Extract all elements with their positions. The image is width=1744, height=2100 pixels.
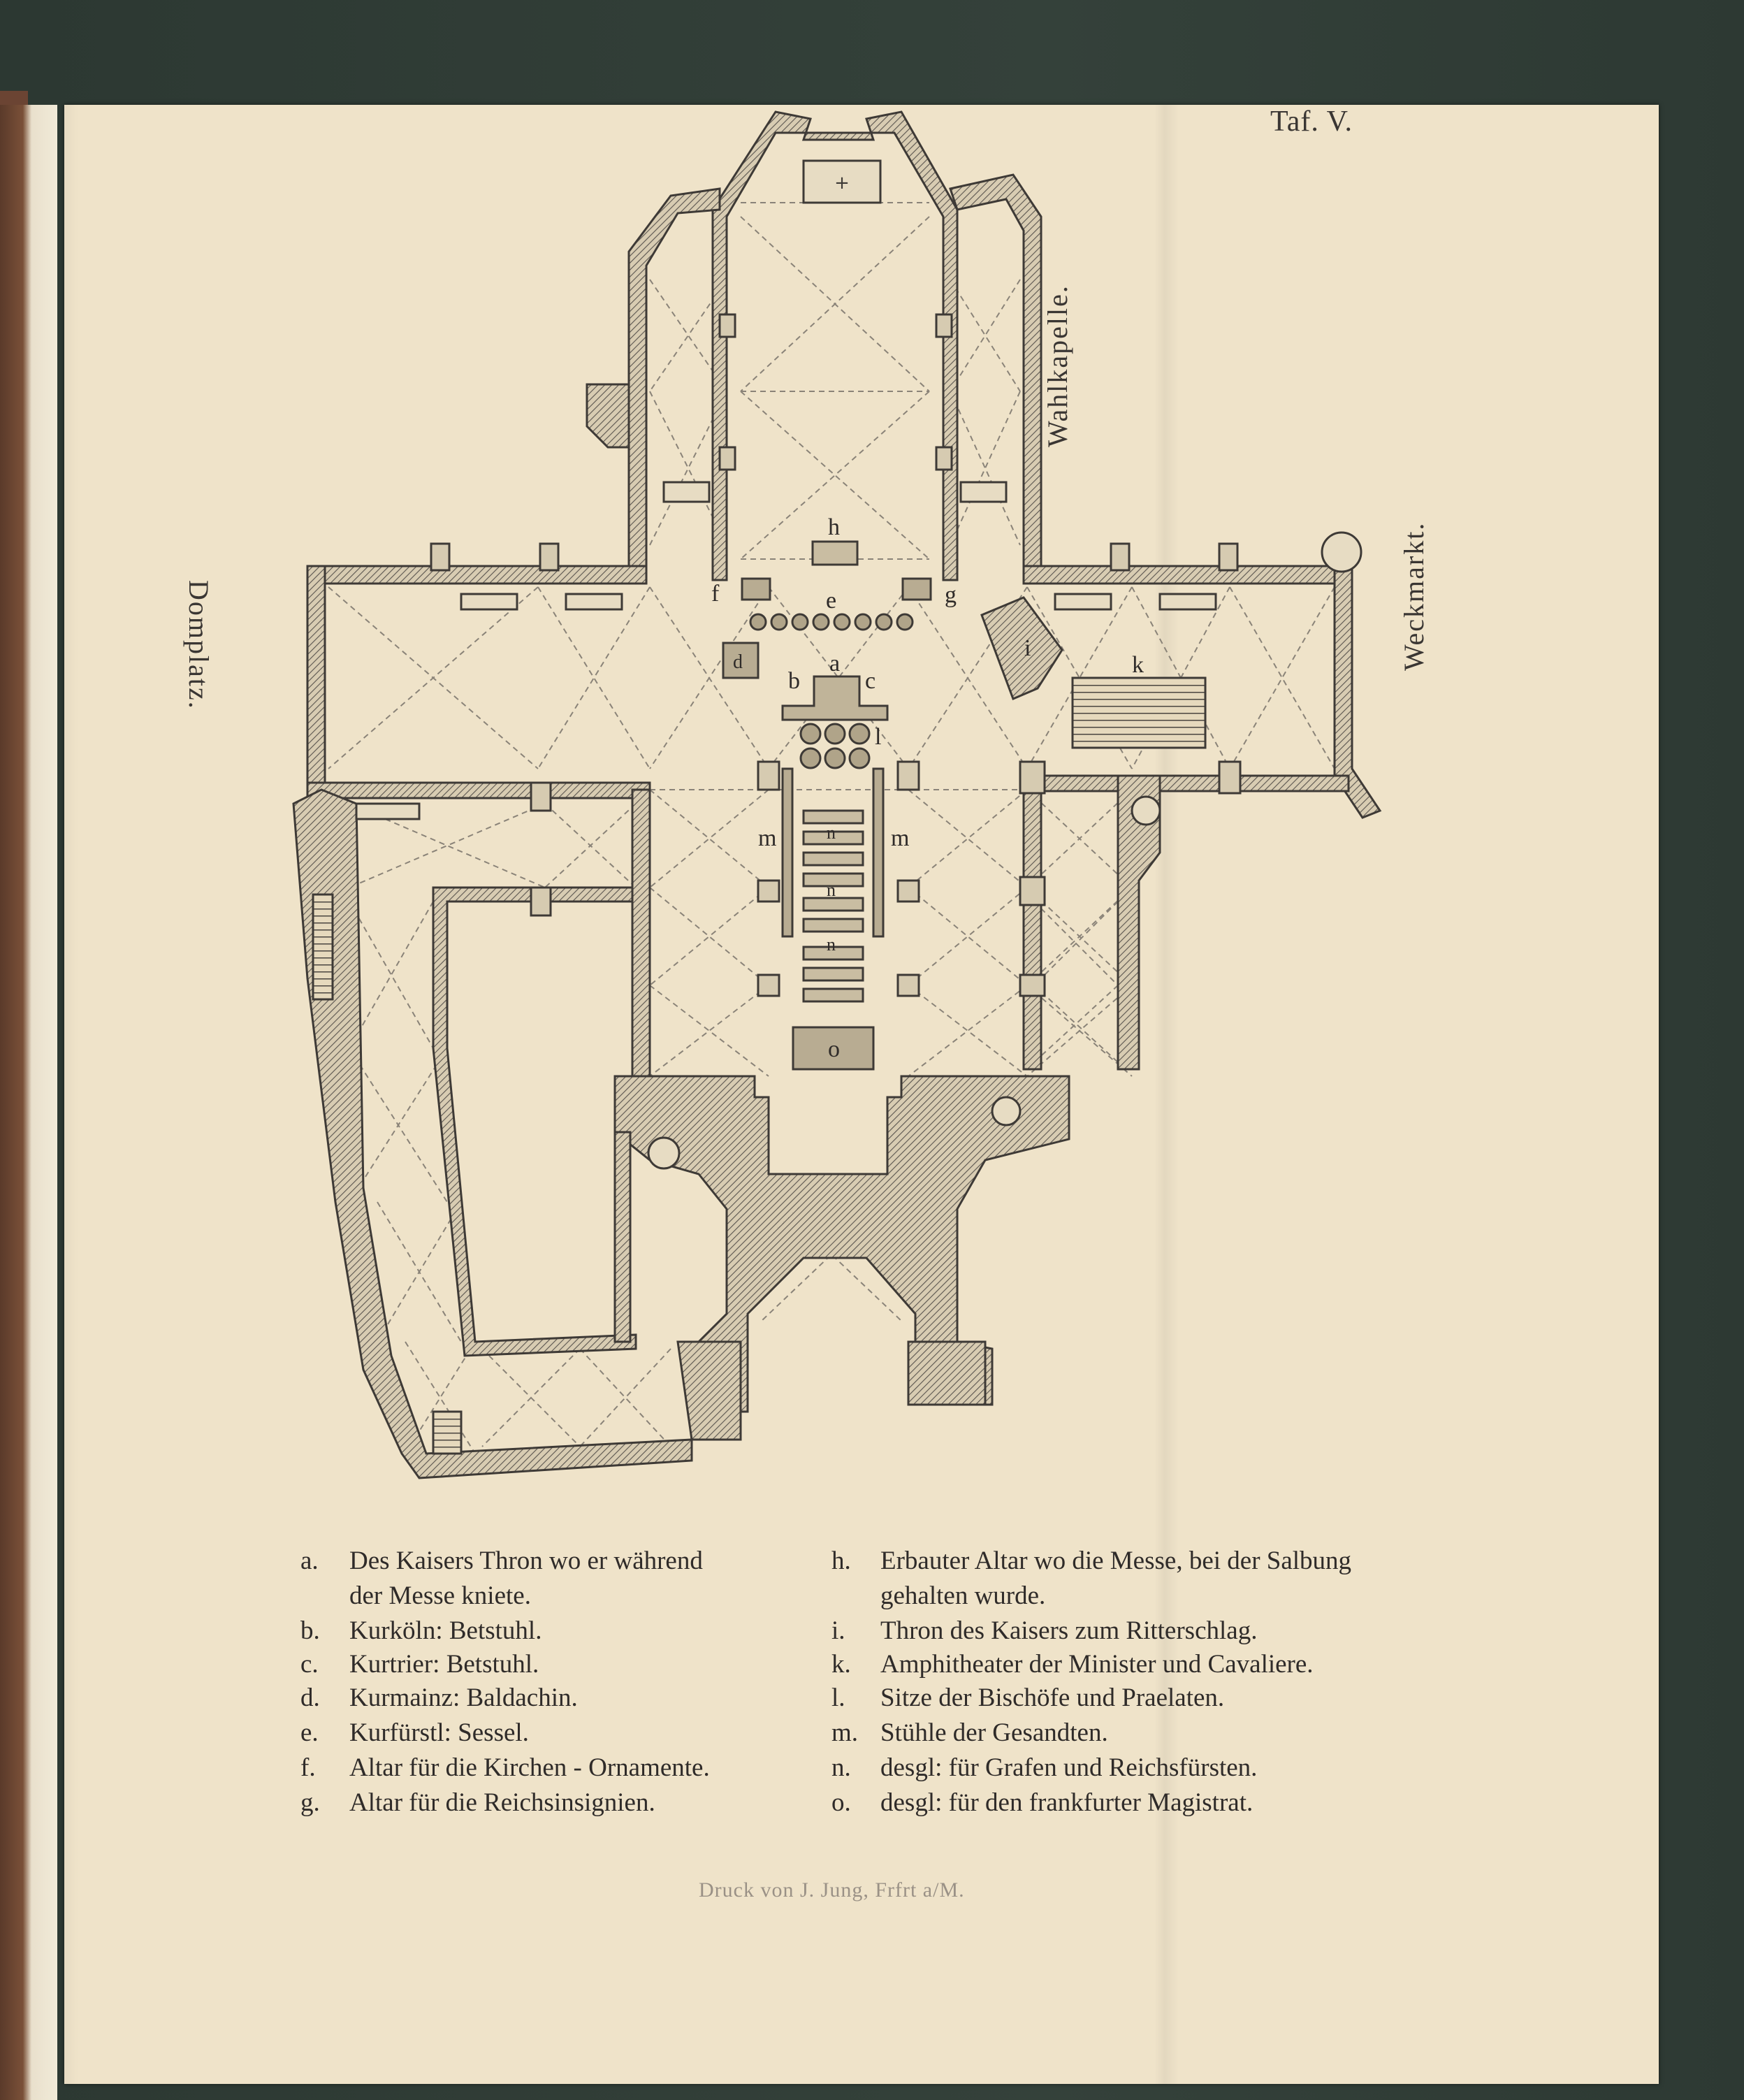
- plan-letter-k: k: [1132, 652, 1144, 678]
- plan-letter-i: i: [1024, 635, 1031, 661]
- plan-letter-m-right: m: [891, 825, 909, 851]
- plan-letter-o: o: [828, 1036, 840, 1062]
- plan-letter-n-2: n: [827, 880, 836, 900]
- walls: [292, 110, 1382, 1479]
- envoy-stalls-right: [872, 767, 885, 938]
- altar-h: [811, 540, 859, 566]
- plan-letter-e: e: [826, 588, 836, 614]
- plan-letter-m-left: m: [758, 825, 776, 851]
- vault-lines: [328, 202, 1335, 1454]
- plan-letter-h: h: [828, 514, 840, 540]
- baldachin-d: [722, 642, 760, 679]
- plan-letter-f: f: [711, 581, 720, 607]
- plan-letter-c: c: [865, 668, 875, 694]
- altar-g: [901, 577, 932, 601]
- plan-letters: h f e g d a b c l m m n n n o i k: [711, 514, 1144, 1062]
- throne-i: [980, 596, 1063, 700]
- plan-letter-n-3: n: [827, 934, 836, 955]
- printer-imprint: Druck von J. Jung, Frfrt a/M.: [699, 1878, 965, 1902]
- plan-letter-n-1: n: [827, 823, 836, 843]
- plan-letter-l: l: [875, 724, 881, 750]
- facing-page-edge: [0, 105, 57, 2100]
- plate-number: Taf. V.: [1270, 106, 1353, 138]
- count-benches-n: [802, 809, 864, 1003]
- plan-letter-g: g: [945, 582, 957, 608]
- altar-f: [741, 577, 771, 601]
- plan-letter-b: b: [788, 668, 800, 694]
- envoy-stalls-left: [781, 767, 794, 938]
- bishops-seats-l: [799, 723, 871, 769]
- electors-seats-e: [749, 613, 914, 631]
- svg-text:+: +: [834, 173, 850, 194]
- furnishings: +: [312, 159, 1362, 1455]
- throne-a: [781, 675, 889, 721]
- cathedral-floor-plan: +: [292, 110, 1382, 1479]
- plan-letter-d: d: [733, 651, 743, 673]
- magistrate-seats-o: [792, 1026, 875, 1071]
- plan-letter-a: a: [829, 651, 840, 676]
- amphitheater-k: [1071, 676, 1207, 749]
